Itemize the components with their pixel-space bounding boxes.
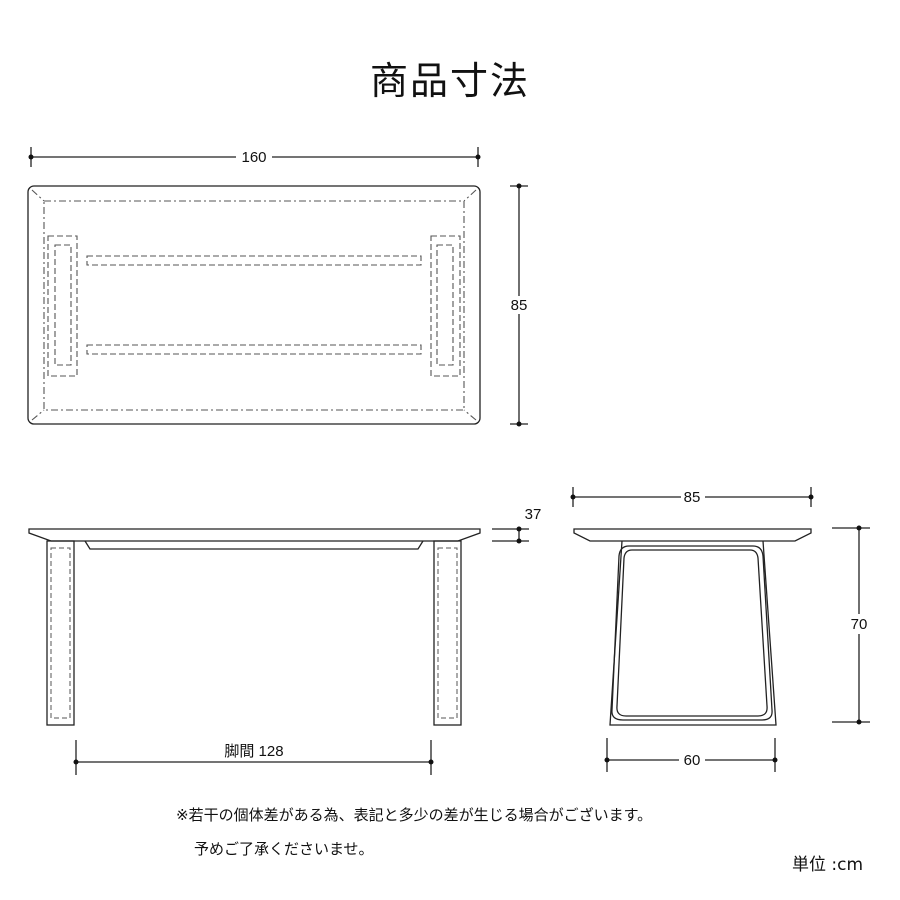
side-width-label: 85 <box>684 489 701 506</box>
width-label: 160 <box>241 149 266 166</box>
leg-span-label: 脚間 128 <box>224 743 283 760</box>
side-view <box>572 487 870 772</box>
note-line-2: 予めご了承くださいませ。 <box>194 840 374 858</box>
front-view <box>28 528 529 775</box>
top-view <box>27 147 528 425</box>
depth-label: 85 <box>511 297 528 314</box>
unit-label: 単位 :cm <box>792 855 864 875</box>
page-title: 商品寸法 <box>369 59 530 103</box>
note-line-1: ※若干の個体差がある為、表記と多少の差が生じる場合がございます。 <box>176 806 653 824</box>
height-label: 70 <box>851 616 868 633</box>
top-thickness-label: 37 <box>525 506 542 523</box>
base-width-label: 60 <box>684 752 701 769</box>
